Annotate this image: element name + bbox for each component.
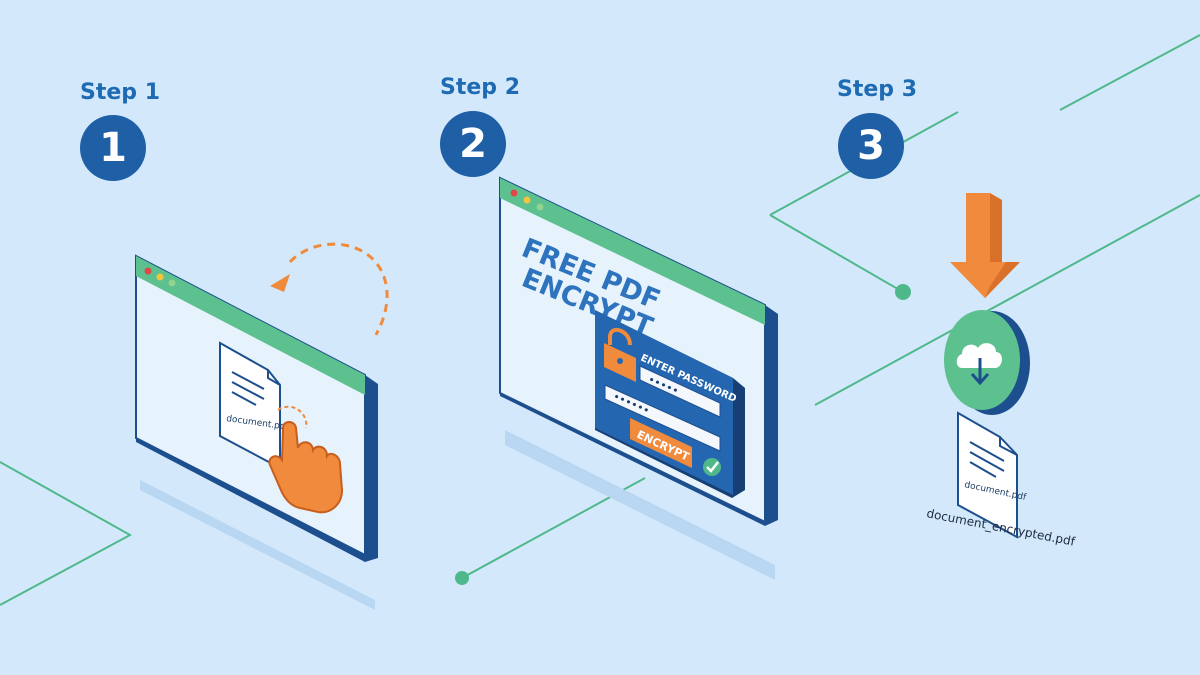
window-minimize-dot bbox=[156, 273, 164, 281]
step1-browser-toolbar bbox=[136, 256, 365, 395]
connector-dot-middle bbox=[455, 571, 469, 585]
window-maximize-dot bbox=[168, 279, 176, 287]
step1-shadow bbox=[140, 480, 375, 610]
connector-line-right bbox=[814, 194, 1200, 406]
step3-badge: 3 bbox=[838, 113, 904, 179]
step2-shadow bbox=[505, 430, 775, 580]
connector-line-left bbox=[0, 461, 133, 606]
step1-browser-window: document.pdf bbox=[135, 242, 389, 610]
step1-label: Step 1 bbox=[80, 80, 160, 105]
checkmark-icon bbox=[703, 458, 721, 476]
refresh-arrow-head bbox=[270, 274, 290, 292]
step3-label: Step 3 bbox=[837, 77, 917, 102]
cursor-hand-icon bbox=[268, 405, 344, 514]
password-input-1[interactable] bbox=[639, 365, 721, 418]
step3-document-icon: document.pdf bbox=[957, 411, 1028, 539]
cloud-download-icon bbox=[944, 310, 1030, 415]
connector-dot-right bbox=[895, 284, 911, 300]
step2-browser-window: FREE PDF ENCRYPT ENTER PASSWORD ••••• ••… bbox=[499, 176, 778, 580]
window-close-dot bbox=[510, 189, 518, 197]
step2-badge: 2 bbox=[440, 111, 506, 177]
window-maximize-dot bbox=[536, 203, 544, 211]
step1-badge: 1 bbox=[80, 115, 146, 181]
window-close-dot bbox=[144, 267, 152, 275]
connector-line-top-down bbox=[769, 214, 904, 293]
step3-download-group: document.pdf document_encrypted.pdf bbox=[925, 193, 1077, 549]
connector-line-top-right bbox=[1059, 34, 1200, 111]
step2-label: Step 2 bbox=[440, 75, 520, 100]
window-minimize-dot bbox=[523, 196, 531, 204]
encrypt-button[interactable] bbox=[630, 418, 692, 468]
download-arrow-icon bbox=[950, 193, 1020, 298]
refresh-arrow-icon bbox=[288, 242, 389, 336]
password-dialog: ENTER PASSWORD ••••• •••••• ENCRYPT bbox=[595, 310, 745, 498]
padlock-icon bbox=[604, 327, 636, 382]
step2-browser-toolbar bbox=[500, 178, 765, 325]
password-input-2[interactable] bbox=[604, 384, 721, 452]
